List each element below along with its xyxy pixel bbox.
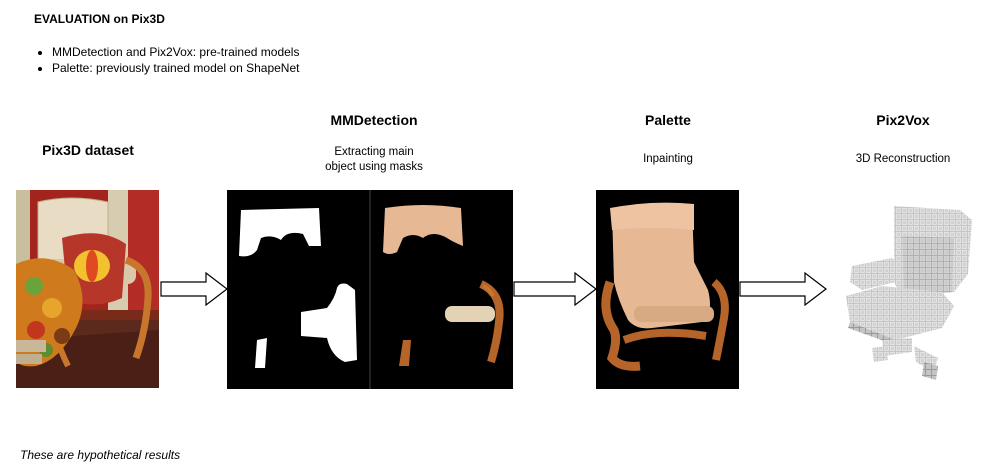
stage-caption-mmdetection: Extracting main object using masks [300, 145, 448, 175]
notes-list: MMDetection and Pix2Vox: pre-trained mod… [34, 44, 299, 76]
masked-chair [383, 205, 504, 366]
footnote: These are hypothetical results [20, 448, 181, 462]
binary-mask [239, 208, 357, 368]
pix2vox-voxel-output [842, 196, 974, 382]
note-item: Palette: previously trained model on Sha… [52, 60, 299, 76]
page-title: EVALUATION on Pix3D [34, 12, 165, 26]
stage-heading-pix3d: Pix3D dataset [42, 142, 134, 158]
stage-heading-palette: Palette [645, 112, 691, 128]
stage-heading-pix2vox: Pix2Vox [876, 112, 930, 128]
stage-heading-mmdetection: MMDetection [330, 112, 418, 128]
stage-caption-pix2vox: 3D Reconstruction [855, 153, 951, 165]
note-item: MMDetection and Pix2Vox: pre-trained mod… [52, 44, 299, 60]
caption-line: Extracting main [334, 146, 414, 158]
palette-output-panel [596, 190, 739, 389]
arrow-right-icon [739, 272, 827, 306]
stage-caption-palette: Inpainting [643, 153, 693, 165]
arrow-right-icon [513, 272, 597, 306]
mmdetection-output-panel [227, 190, 513, 389]
arrow-right-icon [160, 272, 228, 306]
caption-line: object using masks [325, 161, 423, 173]
pix3d-input-photo [16, 190, 159, 388]
